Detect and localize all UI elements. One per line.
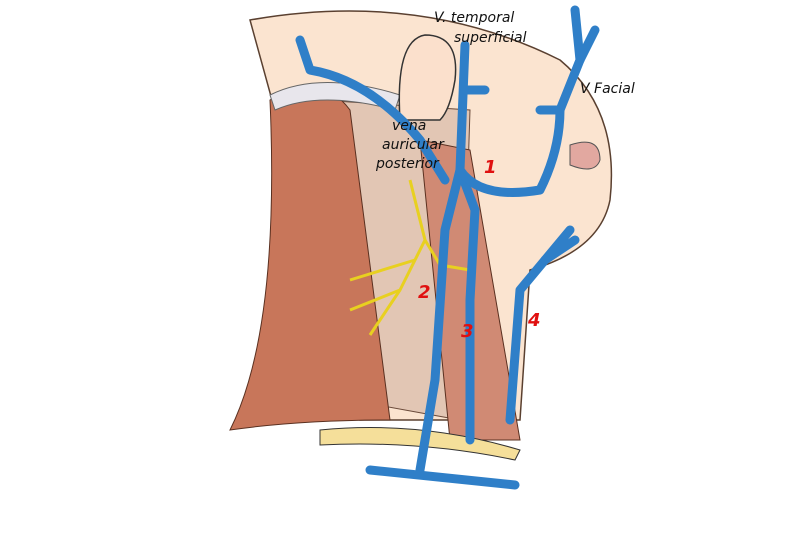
ear: [398, 34, 457, 121]
veins: [295, 5, 600, 490]
subclavian-vein: [365, 465, 520, 490]
label-line: superficial: [454, 30, 527, 46]
marker-2: 2: [418, 282, 431, 303]
label-temporal-superficial-vein: V. temporal superficial: [434, 10, 527, 47]
marker-4: 4: [528, 310, 541, 331]
marker-3: 3: [461, 321, 474, 342]
retromandibular-vein: [455, 5, 585, 197]
marker-1: 1: [484, 157, 497, 178]
nerves: [349, 179, 471, 336]
lips: [569, 141, 601, 170]
external-jugular-vein: [415, 40, 470, 475]
label-line: vena: [392, 118, 427, 134]
anterior-jugular-vein: [505, 235, 580, 425]
internal-jugular-vein: [455, 165, 480, 445]
label-line: posterior: [376, 156, 439, 172]
label-line: V. temporal: [434, 10, 515, 26]
label-posterior-auricular-vein: vena auricular posterior: [376, 117, 444, 174]
label-facial-vein: V Facial: [580, 81, 635, 97]
posterior-auricular-vein: [295, 35, 450, 185]
label-line: auricular: [382, 137, 444, 153]
